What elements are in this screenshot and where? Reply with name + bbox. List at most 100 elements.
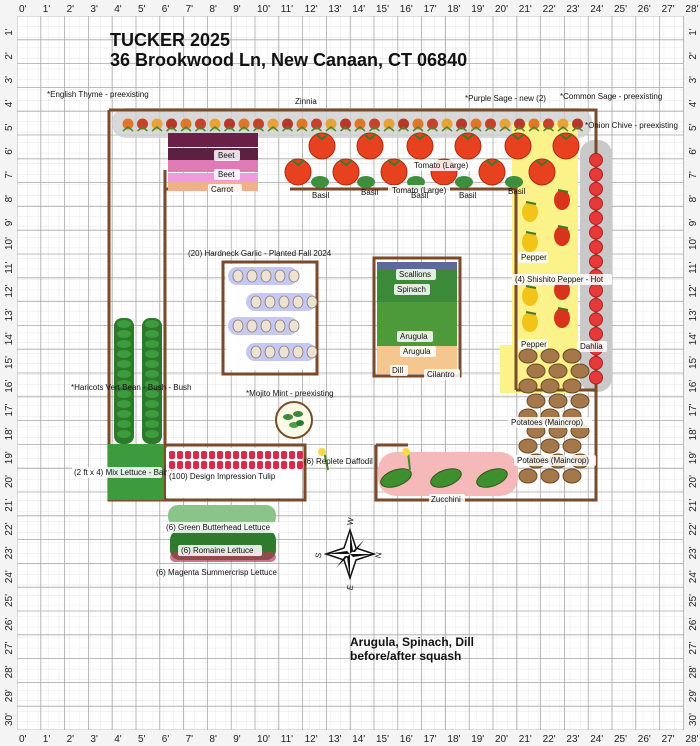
garlic-bulb xyxy=(260,269,272,283)
potato xyxy=(562,348,582,364)
zinnia-flower xyxy=(514,118,525,130)
tulip xyxy=(233,461,239,469)
ruler-tick-label: 8' xyxy=(209,4,217,15)
zinnia-flower xyxy=(528,118,540,130)
pepper-leaf xyxy=(525,311,537,315)
zinnia-flower xyxy=(485,118,496,130)
zinnia-flower xyxy=(543,118,554,130)
ruler-tick-label: 28' xyxy=(688,665,699,678)
scallions-label: Scallions xyxy=(399,270,431,279)
zinnia-leaf xyxy=(137,126,148,132)
ruler-tick-label: 20' xyxy=(495,734,508,745)
mint-pot xyxy=(275,401,313,439)
ruler-tick-label: 1' xyxy=(4,28,15,36)
magenta-label: (6) Magenta Summercrisp Lettuce xyxy=(156,568,277,577)
pepper-tag-1: Pepper xyxy=(518,252,548,263)
ruler-tick-label: 13' xyxy=(688,308,699,321)
tomato-stem xyxy=(363,133,377,141)
tomato-label-2: Tomato (Large) xyxy=(392,186,447,195)
ruler-tick-label: 21' xyxy=(688,499,699,512)
ruler-tick-label: 28' xyxy=(4,665,15,678)
ruler-tick-label: 6' xyxy=(162,734,170,745)
ruler-tick-label: 3' xyxy=(90,4,98,15)
arugula-label-1: Arugula xyxy=(400,332,428,341)
ruler-tick-label: 25' xyxy=(688,594,699,607)
garlic-bulb xyxy=(260,319,272,333)
ruler-tick-label: 23' xyxy=(566,734,579,745)
garlic-bulb xyxy=(232,269,244,283)
bean-leaf xyxy=(145,380,159,388)
basil-plant xyxy=(357,176,375,188)
pepper-label-1: Pepper xyxy=(521,253,547,262)
tulip xyxy=(265,461,271,469)
tomato-stem xyxy=(535,159,549,167)
scallion-top xyxy=(377,262,457,270)
ruler-tick-label: 6' xyxy=(4,147,15,155)
pepper-leaf xyxy=(557,225,569,229)
ruler-tick-label: 17' xyxy=(424,4,437,15)
potato-tag-1: Potatoes (Maincrop) xyxy=(508,417,592,428)
zinnia-flower xyxy=(238,118,250,130)
note-line-2: before/after squash xyxy=(350,649,461,663)
potato xyxy=(540,468,560,484)
dill-tag: Dill xyxy=(390,365,408,376)
haricots-label: *Haricots Vert Bean - Bush - Bush xyxy=(71,383,192,392)
ruler-tick-label: 21' xyxy=(519,4,532,15)
garlic-bulb xyxy=(306,345,318,359)
tulip xyxy=(281,461,287,469)
ruler-tick-label: 10' xyxy=(4,237,15,250)
tulip xyxy=(185,451,191,459)
carrot-tag: Carrot xyxy=(208,184,242,195)
zinnia-leaf xyxy=(224,126,235,132)
ruler-tick-label: 16' xyxy=(400,734,413,745)
bean-leaf xyxy=(145,410,159,418)
ruler-tick-label: 19' xyxy=(471,734,484,745)
zinnia-leaf xyxy=(456,126,467,132)
tomato-stem xyxy=(559,133,573,141)
zinnia-flower xyxy=(224,118,235,130)
zinnia-leaf xyxy=(499,126,511,132)
ruler-tick-label: 4' xyxy=(114,4,122,15)
tulip xyxy=(233,451,239,459)
ruler-left xyxy=(0,0,17,746)
garlic-bulb xyxy=(250,345,262,359)
tulip xyxy=(201,461,207,469)
zucchini-bed xyxy=(374,390,598,502)
pepper-column xyxy=(522,189,570,332)
tomato-fruit xyxy=(380,158,408,186)
ruler-tick-label: 29' xyxy=(688,689,699,702)
zinnia-leaf xyxy=(253,126,264,132)
ruler-tick-label: 26' xyxy=(638,4,651,15)
tomato-fruit xyxy=(406,132,434,160)
ruler-tick-label: 28' xyxy=(685,4,698,15)
garlic-bulb xyxy=(292,345,304,359)
ruler-tick-label: 23' xyxy=(688,546,699,559)
ruler-top-labels: 0'1'2'3'4'5'6'7'8'9'10'11'12'13'14'15'16… xyxy=(19,4,699,15)
zinnia-flower xyxy=(441,118,453,130)
zucchini-label: Zucchini xyxy=(431,495,461,504)
ruler-tick-label: 11' xyxy=(688,261,699,273)
bean-leaf xyxy=(145,330,159,338)
ruler-tick-label: 4' xyxy=(688,100,699,108)
zinnia-flower xyxy=(499,118,511,130)
zinnia-leaf xyxy=(296,126,308,132)
tulip xyxy=(265,451,271,459)
arugula-tag-2: Arugula xyxy=(400,346,436,357)
ruler-tick-label: 10' xyxy=(688,237,699,250)
ruler-tick-label: 25' xyxy=(614,4,627,15)
zinnia-leaf xyxy=(311,126,322,132)
ruler-tick-label: 7' xyxy=(688,171,699,179)
plan-address: 36 Brookwood Ln, New Canaan, CT 06840 xyxy=(110,50,467,70)
ruler-tick-label: 26' xyxy=(688,618,699,631)
dill-label: Dill xyxy=(392,366,403,375)
ruler-tick-label: 26' xyxy=(4,618,15,631)
ruler-tick-label: 14' xyxy=(352,734,365,745)
beet-label-1: Beet xyxy=(218,151,235,160)
zinnia-leaf xyxy=(412,126,424,132)
ruler-tick-label: 22' xyxy=(4,522,15,535)
zinnia-leaf xyxy=(166,126,177,132)
garlic-bulb xyxy=(264,345,276,359)
ruler-tick-label: 13' xyxy=(328,4,341,15)
tulip xyxy=(297,451,303,459)
potato xyxy=(562,438,582,454)
